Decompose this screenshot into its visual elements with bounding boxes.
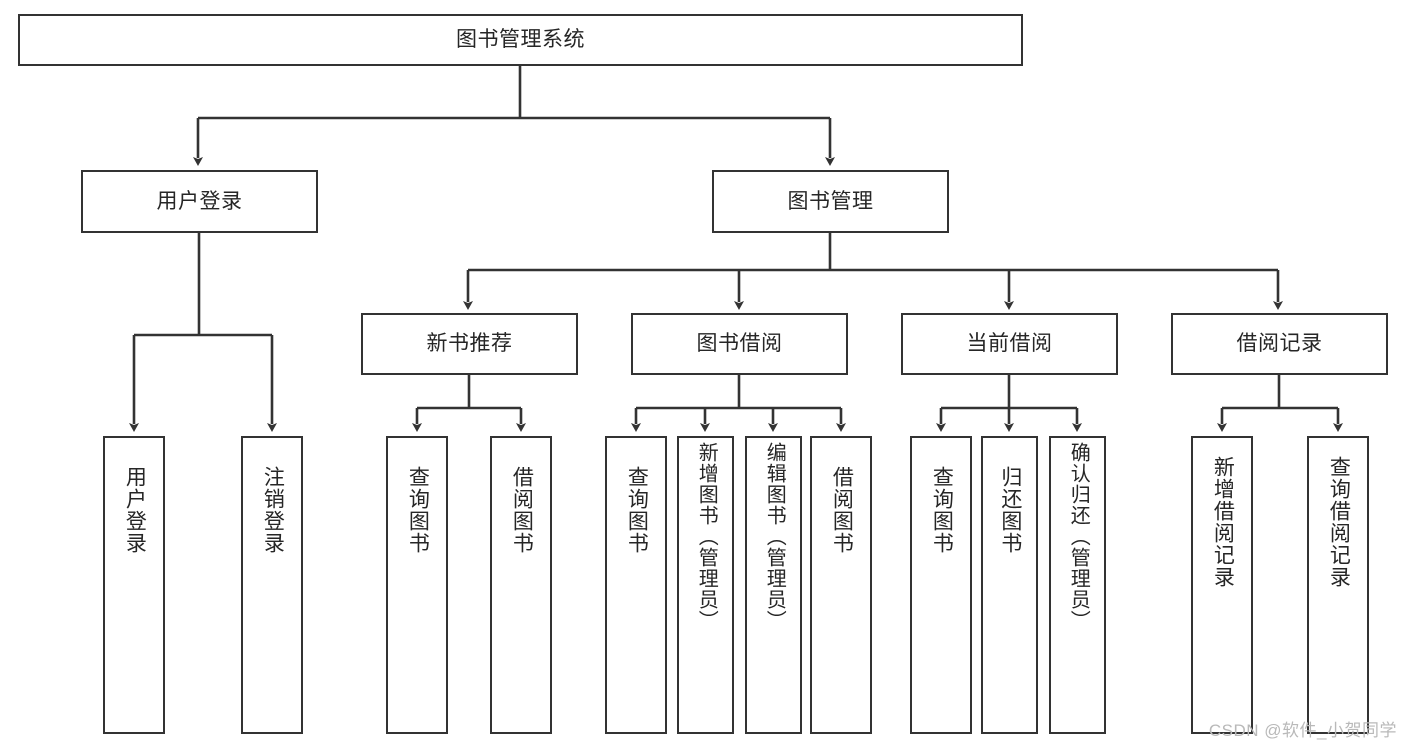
leaf-borrow-borrow-book[interactable]: 借阅图书: [810, 436, 872, 734]
node-label: 用户登录: [156, 189, 243, 213]
node-user-login[interactable]: 用户登录: [81, 170, 318, 233]
node-label: 图书借阅: [696, 332, 783, 356]
leaf-borrow-edit-book-admin[interactable]: 编辑图书（管理员）: [745, 436, 802, 734]
node-label: 借阅记录: [1236, 332, 1323, 356]
node-label: 编辑图书（管理员）: [763, 442, 786, 631]
leaf-current-query-book[interactable]: 查询图书: [910, 436, 972, 734]
node-label: 确认归还（管理员）: [1067, 442, 1090, 631]
node-current-borrow[interactable]: 当前借阅: [901, 313, 1118, 375]
node-label: 新增图书（管理员）: [695, 442, 718, 631]
node-label: 借阅图书: [510, 466, 534, 554]
node-label: 新增借阅记录: [1211, 456, 1235, 588]
node-label: 注销登录: [261, 466, 285, 554]
node-label: 查询借阅记录: [1327, 456, 1351, 588]
node-root-system[interactable]: 图书管理系统: [18, 14, 1023, 66]
node-label: 当前借阅: [966, 332, 1053, 356]
leaf-borrow-query-book[interactable]: 查询图书: [605, 436, 667, 734]
node-label: 图书管理系统: [456, 28, 585, 52]
leaf-recommend-borrow-book[interactable]: 借阅图书: [490, 436, 552, 734]
leaf-recommend-query-book[interactable]: 查询图书: [386, 436, 448, 734]
leaf-user-login-login[interactable]: 用户登录: [103, 436, 165, 734]
node-book-borrow[interactable]: 图书借阅: [631, 313, 848, 375]
node-label: 查询图书: [406, 466, 430, 554]
node-label: 图书管理: [787, 189, 874, 213]
node-label: 借阅图书: [830, 466, 854, 554]
leaf-current-confirm-return-admin[interactable]: 确认归还（管理员）: [1049, 436, 1106, 734]
leaf-record-query-record[interactable]: 查询借阅记录: [1307, 436, 1369, 734]
node-label: 查询图书: [625, 466, 649, 554]
leaf-user-login-logout[interactable]: 注销登录: [241, 436, 303, 734]
leaf-record-add-record[interactable]: 新增借阅记录: [1191, 436, 1253, 734]
node-borrow-record[interactable]: 借阅记录: [1171, 313, 1388, 375]
node-book-management[interactable]: 图书管理: [712, 170, 949, 233]
csdn-watermark: CSDN @软件_小贺同学: [1208, 721, 1397, 740]
node-label: 归还图书: [998, 466, 1022, 554]
node-new-book-recommend[interactable]: 新书推荐: [361, 313, 578, 375]
leaf-borrow-add-book-admin[interactable]: 新增图书（管理员）: [677, 436, 734, 734]
leaf-current-return-book[interactable]: 归还图书: [981, 436, 1038, 734]
node-label: 用户登录: [123, 466, 147, 554]
node-label: 新书推荐: [426, 332, 513, 356]
node-label: 查询图书: [930, 466, 954, 554]
